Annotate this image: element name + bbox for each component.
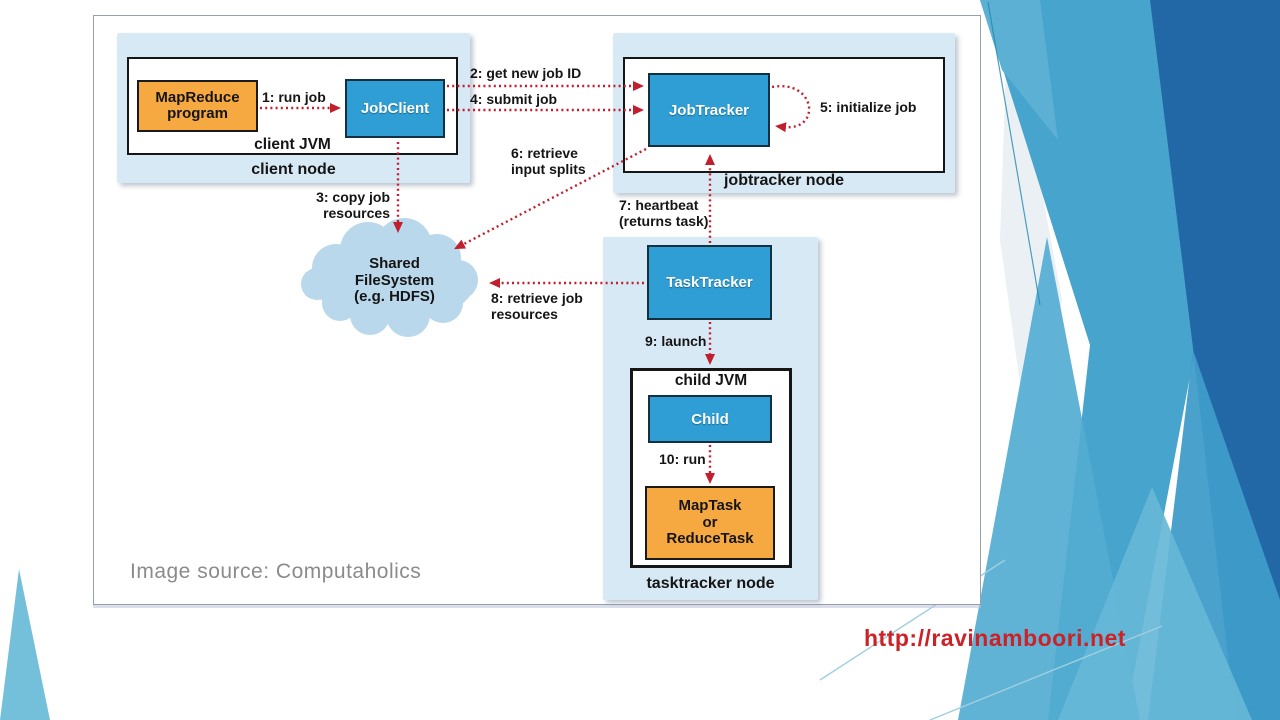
client-jvm-label: client JVM (254, 136, 331, 153)
step-6-retrieve-splits-label: 6: retrieve input splits (511, 145, 586, 177)
step-7-heartbeat-label: 7: heartbeat (returns task) (619, 197, 709, 229)
maptask-reducetask-box: MapTask or ReduceTask (645, 486, 775, 560)
decor-dark-triangle (1150, 0, 1280, 720)
child-box: Child (648, 395, 772, 443)
decor-medium-triangle (980, 0, 1195, 720)
step-1-run-job-label: 1: run job (262, 89, 326, 105)
decor-peak-right (1058, 487, 1252, 720)
step-4-submit-job-label: 4: submit job (470, 91, 558, 107)
jobclient-box: JobClient (345, 79, 445, 138)
mapreduce-program-box: MapReduce program (137, 80, 258, 132)
image-source-caption: Image source: Computaholics (130, 560, 422, 583)
tasktracker-box: TaskTracker (647, 245, 772, 320)
decor-edge-line (987, 1, 1041, 306)
step-3-copy-resources-label: 3: copy job resources (316, 189, 390, 221)
decor-overlay-triangle (1148, 350, 1280, 720)
jobtracker-node-label: jobtracker node (723, 172, 845, 189)
decor-facet-triangle (980, 0, 1058, 140)
step-10-run-label: 10: run (659, 451, 706, 467)
decor-pale-wedge (1000, 8, 1062, 470)
website-url-link[interactable]: http://ravinamboori.net (864, 625, 1126, 651)
step-8-retrieve-resources-label: 8: retrieve job resources (491, 290, 583, 322)
tasktracker-node-label: tasktracker node (646, 575, 775, 592)
shared-filesystem-label: Shared FileSystem (e.g. HDFS) (354, 255, 435, 305)
decor-bottom-left-spike (0, 569, 50, 720)
jobtracker-box: JobTracker (648, 73, 770, 147)
child-jvm-label: child JVM (674, 372, 748, 389)
step-5-initialize-job-label: 5: initialize job (820, 99, 917, 115)
step-2-get-job-id-label: 2: get new job ID (470, 65, 582, 81)
step-9-launch-label: 9: launch (645, 333, 707, 349)
client-node-label: client node (251, 161, 336, 178)
